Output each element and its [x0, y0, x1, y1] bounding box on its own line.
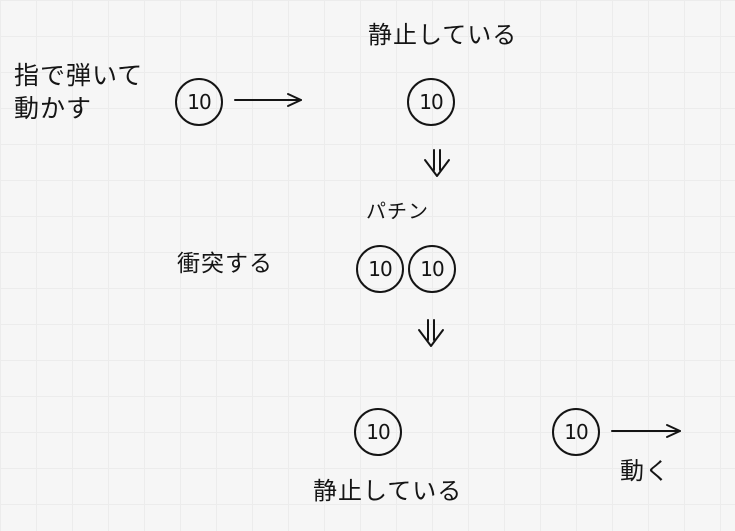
- flick-label: 指で弾いて 動かす: [14, 61, 144, 124]
- coin-moving-start: 10: [175, 78, 223, 126]
- coin-value: 10: [187, 90, 211, 114]
- moves-label: 動く: [620, 457, 670, 485]
- collide-label: 衝突する: [177, 251, 273, 277]
- coin-value: 10: [368, 257, 392, 281]
- coin-collision-right: 10: [408, 245, 456, 293]
- flick-label-line2: 動かす: [14, 93, 93, 123]
- arrow-right-icon: [611, 424, 681, 438]
- coin-value: 10: [564, 420, 588, 444]
- coin-value: 10: [420, 257, 444, 281]
- pachin-label: パチン: [366, 199, 429, 223]
- coin-collision-left: 10: [356, 245, 404, 293]
- coin-stopped-end: 10: [354, 408, 402, 456]
- double-arrow-down-icon: [418, 319, 444, 347]
- flick-label-line1: 指で弾いて: [14, 61, 144, 90]
- coin-moving-end: 10: [552, 408, 600, 456]
- stationary-label-top: 静止している: [368, 21, 518, 49]
- coin-value: 10: [419, 90, 443, 114]
- arrow-right-icon: [234, 93, 302, 107]
- stationary-label-bottom: 静止している: [313, 477, 463, 505]
- coin-resting-start: 10: [407, 78, 455, 126]
- coin-value: 10: [366, 420, 390, 444]
- double-arrow-down-icon: [424, 149, 450, 177]
